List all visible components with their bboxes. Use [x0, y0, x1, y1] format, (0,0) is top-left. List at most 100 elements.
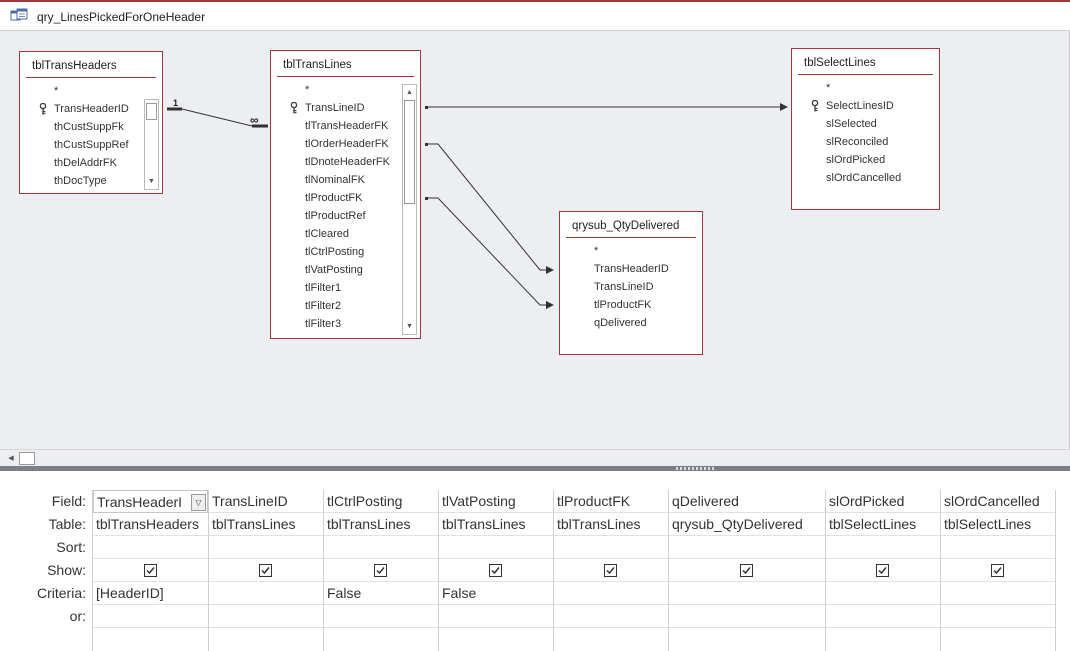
table-tbltranslines[interactable]: tblTransLines * TransLineID tlTransHeade…: [270, 50, 421, 339]
scroll-left-icon[interactable]: ◀: [8, 455, 14, 462]
criteria-cell[interactable]: [669, 582, 825, 605]
design-horizontal-scrollbar[interactable]: ◀: [0, 449, 1070, 466]
field-all[interactable]: *: [305, 84, 310, 96]
table-cell[interactable]: tblTransHeaders: [93, 513, 208, 536]
field-list[interactable]: * TransHeaderID TransLineID tlProductFK …: [560, 242, 702, 332]
show-cell[interactable]: [941, 559, 1055, 582]
show-checkbox[interactable]: [604, 564, 617, 577]
show-checkbox[interactable]: [143, 564, 157, 577]
show-checkbox[interactable]: [876, 564, 889, 577]
scroll-thumb[interactable]: [19, 452, 35, 465]
field-slordcancelled[interactable]: slOrdCancelled: [826, 172, 902, 184]
field-qdelivered[interactable]: qDelivered: [594, 317, 647, 329]
table-tblselectlines[interactable]: tblSelectLines * SelectLinesID slSelecte…: [791, 48, 940, 210]
field-cell[interactable]: tlVatPosting: [439, 490, 553, 513]
criteria-cell[interactable]: [826, 582, 940, 605]
field-tltransheaderfk[interactable]: tlTransHeaderFK: [305, 120, 389, 132]
show-cell[interactable]: [324, 559, 438, 582]
field-all[interactable]: *: [594, 245, 599, 257]
sort-cell[interactable]: [554, 536, 668, 559]
field-cell[interactable]: tlProductFK: [554, 490, 668, 513]
field-all[interactable]: *: [54, 85, 59, 97]
scroll-down-icon[interactable]: ▼: [403, 319, 416, 334]
show-cell[interactable]: [439, 559, 553, 582]
field-tlcleared[interactable]: tlCleared: [305, 228, 350, 240]
grid-column[interactable]: TransHeaderI ▽ tblTransHeaders [HeaderID…: [92, 490, 208, 651]
field-cell[interactable]: qDelivered: [669, 490, 825, 513]
field-cell[interactable]: slOrdCancelled: [941, 490, 1055, 513]
field-tlorderheaderfk[interactable]: tlOrderHeaderFK: [305, 138, 389, 150]
field-translineid[interactable]: TransLineID: [594, 281, 654, 293]
field-selectlinesid[interactable]: SelectLinesID: [792, 97, 939, 115]
show-checkbox[interactable]: [991, 564, 1004, 577]
or-cell[interactable]: [941, 605, 1055, 628]
criteria-cell[interactable]: False: [324, 582, 438, 605]
field-slordpicked[interactable]: slOrdPicked: [826, 154, 886, 166]
scroll-down-icon[interactable]: ▼: [145, 174, 158, 189]
table-cell[interactable]: tblTransLines: [209, 513, 323, 536]
table-qrysub-qtydelivered[interactable]: qrysub_QtyDelivered * TransHeaderID Tran…: [559, 211, 703, 355]
join-lines-qtydelivered-2[interactable]: [425, 197, 554, 309]
field-tldnoteheaderfk[interactable]: tlDnoteHeaderFK: [305, 156, 390, 168]
sort-cell[interactable]: [209, 536, 323, 559]
or-cell[interactable]: [209, 605, 323, 628]
field-translineid[interactable]: TransLineID: [271, 99, 400, 117]
grid-column[interactable]: slOrdCancelled tblSelectLines: [940, 490, 1055, 651]
query-tab[interactable]: qry_LinesPickedForOneHeader: [0, 0, 1070, 31]
grid-column[interactable]: qDelivered qrysub_QtyDelivered: [668, 490, 825, 651]
show-checkbox[interactable]: [259, 564, 272, 577]
field-tlnominalfk[interactable]: tlNominalFK: [305, 174, 365, 186]
table-title[interactable]: qrysub_QtyDelivered: [566, 212, 696, 238]
criteria-cell[interactable]: [941, 582, 1055, 605]
field-tlctrlposting[interactable]: tlCtrlPosting: [305, 246, 365, 258]
scroll-thumb[interactable]: [146, 103, 157, 120]
criteria-cell[interactable]: False: [439, 582, 553, 605]
criteria-cell[interactable]: [HeaderID]: [93, 582, 208, 605]
sort-cell[interactable]: [941, 536, 1055, 559]
join-headers-lines[interactable]: [167, 107, 268, 128]
or-cell[interactable]: [826, 605, 940, 628]
criteria-cell[interactable]: [554, 582, 668, 605]
show-cell[interactable]: [554, 559, 668, 582]
query-design-surface[interactable]: 1 ∞ tblTransHeaders * TransHeaderID thCu…: [0, 31, 1070, 449]
table-title[interactable]: tblSelectLines: [798, 49, 933, 75]
sort-cell[interactable]: [826, 536, 940, 559]
table-cell[interactable]: tblTransLines: [324, 513, 438, 536]
table-title[interactable]: tblTransHeaders: [26, 52, 156, 78]
show-checkbox[interactable]: [374, 564, 387, 577]
join-lines-selectlines[interactable]: [425, 103, 788, 111]
or-cell[interactable]: [439, 605, 553, 628]
sort-cell[interactable]: [93, 536, 208, 559]
field-thcustsuppref[interactable]: thCustSuppRef: [54, 139, 129, 151]
table-cell[interactable]: tblTransLines: [554, 513, 668, 536]
sort-cell[interactable]: [669, 536, 825, 559]
splitter-grip[interactable]: [676, 467, 714, 470]
sort-cell[interactable]: [439, 536, 553, 559]
show-cell[interactable]: [209, 559, 323, 582]
or-cell[interactable]: [554, 605, 668, 628]
query-design-grid[interactable]: Field: Table: Sort: Show: Criteria: or: …: [0, 471, 1070, 651]
field-cell[interactable]: TransLineID: [209, 490, 323, 513]
show-cell[interactable]: [93, 559, 208, 582]
scroll-up-icon[interactable]: ▲: [403, 85, 416, 100]
table-cell[interactable]: tblSelectLines: [826, 513, 940, 536]
chevron-down-icon[interactable]: ▽: [191, 494, 206, 511]
grid-column[interactable]: tlCtrlPosting tblTransLines False: [323, 490, 438, 651]
show-cell[interactable]: [826, 559, 940, 582]
field-tlproductfk[interactable]: tlProductFK: [305, 192, 363, 204]
table-title[interactable]: tblTransLines: [277, 51, 414, 77]
or-cell[interactable]: [669, 605, 825, 628]
criteria-cell[interactable]: [209, 582, 323, 605]
field-list[interactable]: * TransHeaderID thCustSuppFk thCustSuppR…: [20, 82, 142, 190]
field-list[interactable]: * SelectLinesID slSelected slReconciled …: [792, 79, 939, 187]
field-tlvatposting[interactable]: tlVatPosting: [305, 264, 363, 276]
grid-column[interactable]: tlProductFK tblTransLines: [553, 490, 668, 651]
or-cell[interactable]: [93, 605, 208, 628]
table-cell[interactable]: tblTransLines: [439, 513, 553, 536]
field-tlproductref[interactable]: tlProductRef: [305, 210, 366, 222]
or-cell[interactable]: [324, 605, 438, 628]
sort-cell[interactable]: [324, 536, 438, 559]
grid-column[interactable]: slOrdPicked tblSelectLines: [825, 490, 940, 651]
show-checkbox[interactable]: [740, 564, 753, 577]
field-slselected[interactable]: slSelected: [826, 118, 877, 130]
